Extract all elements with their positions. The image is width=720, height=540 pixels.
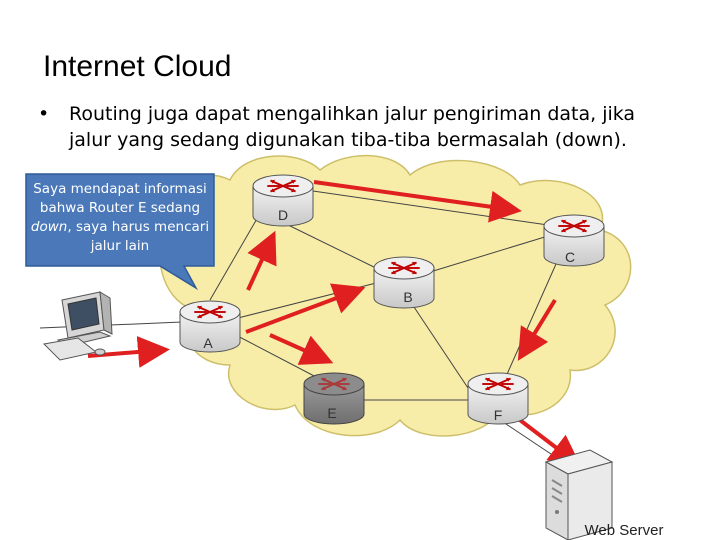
bullet-text: Routing juga dapat mengalihkan jalur pen…	[69, 103, 636, 151]
router-e-down[interactable]: E	[303, 372, 365, 425]
arrow-c-to-f	[517, 298, 557, 361]
router-c-label: C	[565, 249, 575, 265]
callout-line-3-rest: , saya harus mencari	[67, 219, 210, 235]
arrow-a-to-b	[245, 283, 366, 334]
router-f-label: F	[494, 407, 503, 423]
arrow-d-to-c	[313, 180, 522, 223]
router-a-label: A	[203, 335, 213, 351]
callout-line-4: jalur lain	[90, 238, 150, 254]
router-b-label: B	[403, 289, 412, 305]
arrow-a-to-d	[246, 230, 277, 291]
arrow-a-to-e	[269, 333, 334, 365]
router-d-label: D	[278, 207, 288, 223]
callout-emphasis: down	[30, 219, 68, 235]
router-e-label: E	[327, 405, 336, 421]
web-server-icon[interactable]	[544, 449, 614, 540]
network-links	[39, 189, 576, 471]
reroute-arrows	[87, 180, 582, 467]
web-server-label: Web Server	[585, 522, 664, 539]
router-c[interactable]: C	[543, 214, 605, 267]
router-d[interactable]: D	[252, 174, 314, 227]
router-a[interactable]: A	[179, 300, 241, 353]
callout-text: Saya mendapat informasi bahwa Router E s…	[26, 174, 214, 266]
callout-line-1: Saya mendapat informasi	[33, 181, 207, 197]
router-f[interactable]: F	[467, 372, 529, 425]
client-computer-icon[interactable]	[42, 291, 113, 361]
arrow-f-to-server	[510, 412, 582, 467]
callout-bubble	[25, 173, 215, 291]
callout-line-2: bahwa Router E sedang	[39, 200, 201, 216]
slide-title: Internet Cloud	[43, 50, 232, 83]
bullet-point: • Routing juga dapat mengalihkan jalur p…	[38, 101, 678, 153]
bullet-marker: •	[38, 103, 50, 125]
callout-line-3: down, saya harus mencari	[26, 218, 214, 237]
router-b[interactable]: B	[373, 256, 435, 309]
